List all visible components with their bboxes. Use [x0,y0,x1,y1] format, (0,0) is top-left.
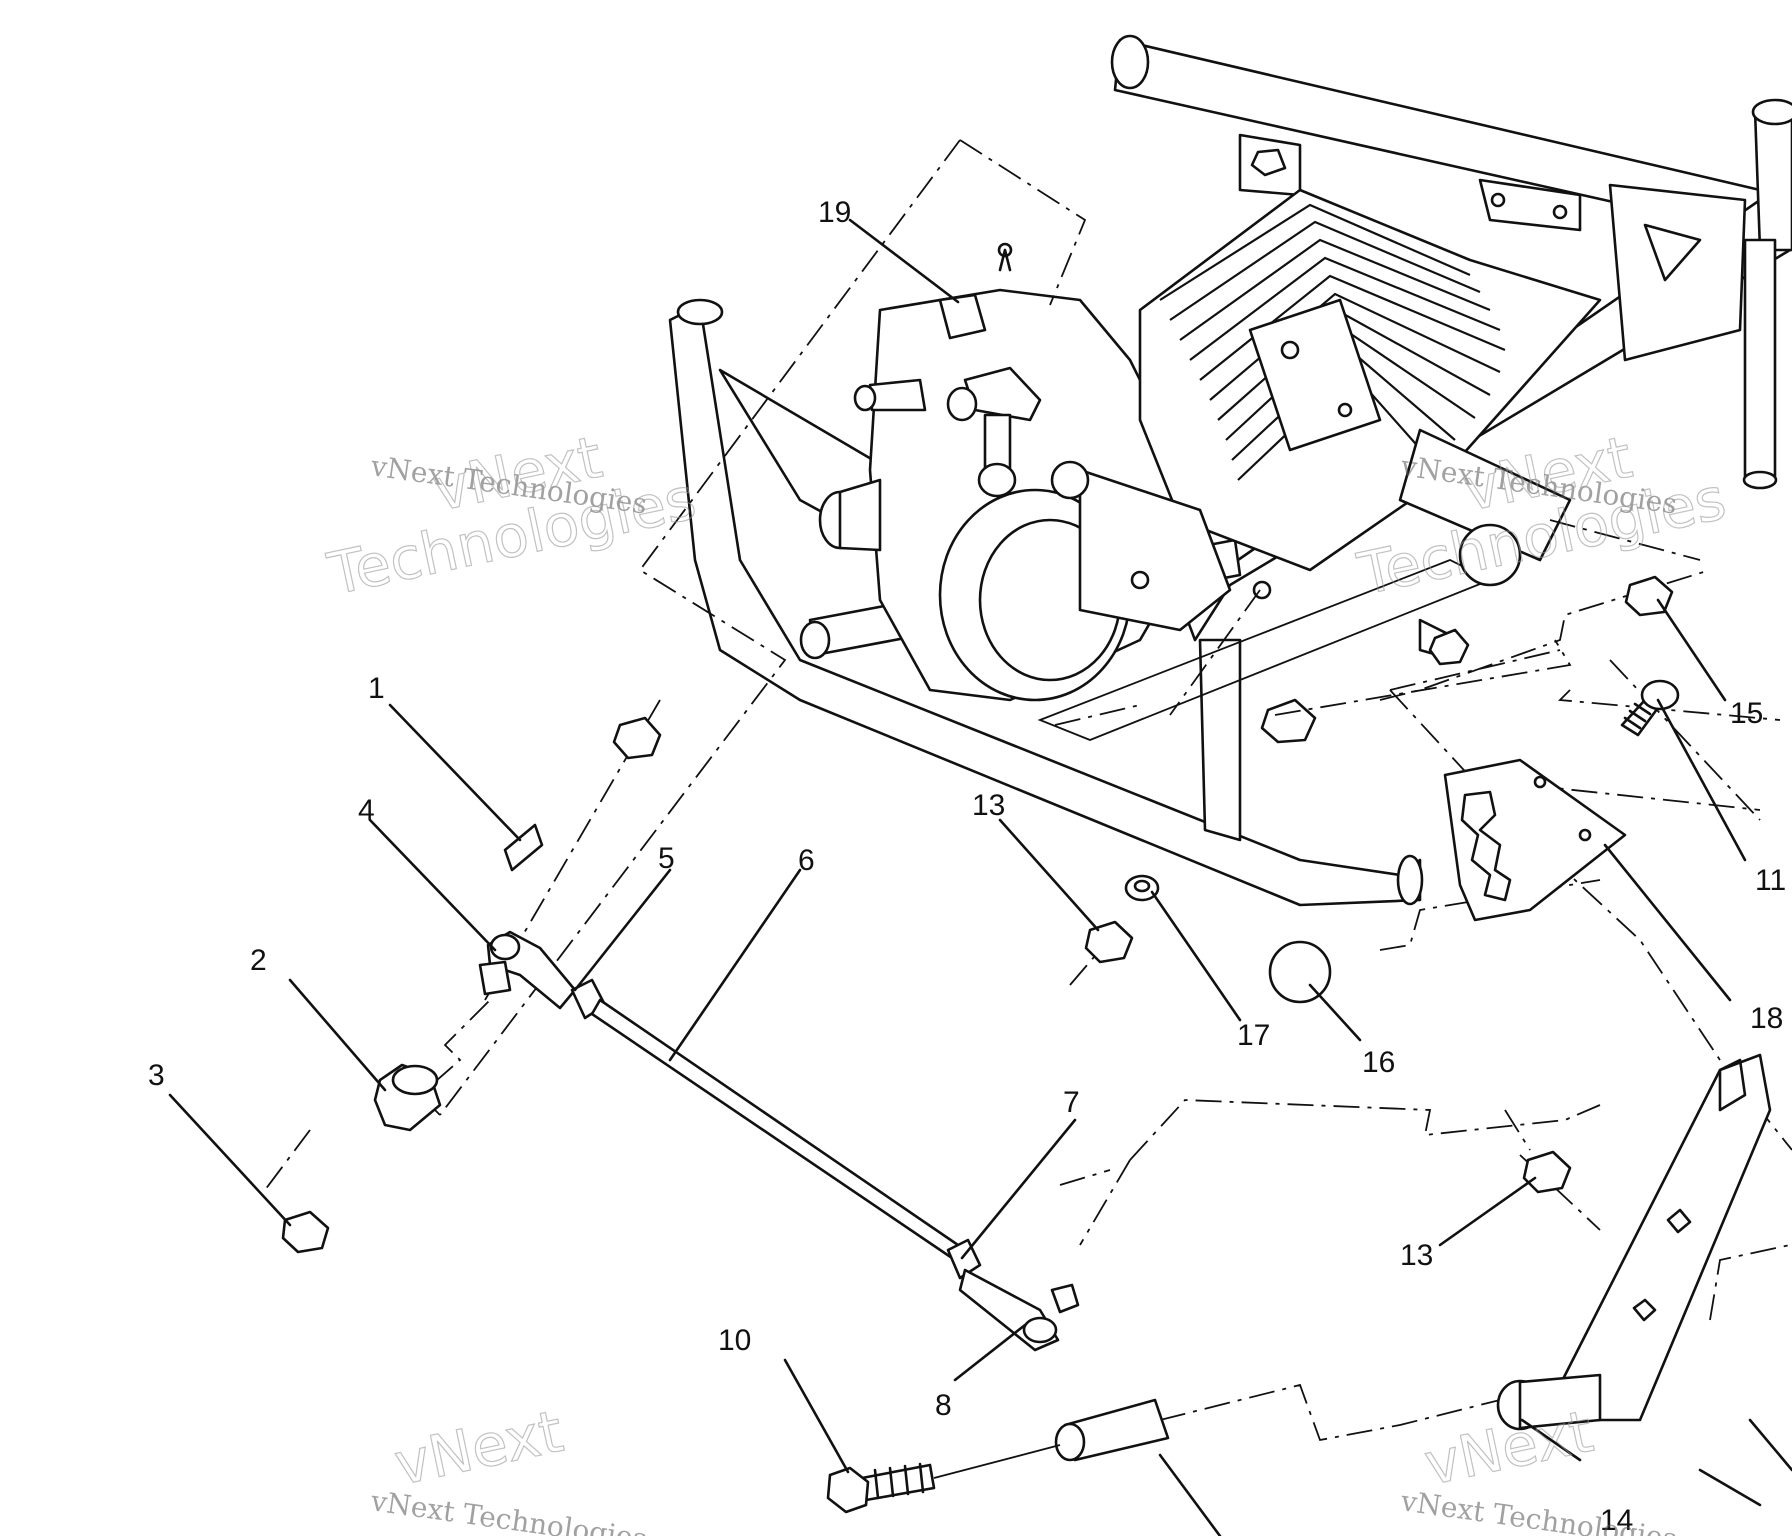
callout-1: 1 [368,672,385,705]
watermark-big-bottom-left: vNext [388,1396,569,1499]
part-1-clip [503,823,544,872]
callout-19: 19 [818,196,851,229]
part-3-nut [281,1210,330,1254]
callout-6: 6 [798,844,815,877]
svg-text:vNext: vNext [1419,1397,1599,1499]
callout-2: 2 [250,944,267,977]
part-nut-upper [612,716,662,760]
callout-15: 15 [1730,697,1763,730]
callout-5: 5 [658,842,675,875]
callout-11: 11 [1755,864,1786,897]
callout-4: 4 [358,794,375,827]
part-7-jam-nut [946,1238,982,1280]
callout-17: 17 [1237,1019,1270,1052]
callout-7: 7 [1063,1086,1080,1119]
callout-10: 10 [718,1324,751,1357]
watermark-big-bottom-right: vNext [1418,1396,1599,1499]
callout-13-b: 13 [1400,1239,1433,1272]
part-16-knob [1268,940,1332,1004]
callout-8: 8 [935,1389,952,1422]
part-17-washer [1124,874,1160,902]
callout-3: 3 [148,1059,165,1092]
shift-lever [1538,1053,1772,1422]
callout-numbers: 1 2 3 4 5 6 7 8 10 11 13 13 14 15 16 17 … [148,196,1786,1536]
svg-text:vNext: vNext [389,1397,569,1499]
part-13-nut-a [1084,920,1134,964]
part-6-shift-rod [590,998,960,1260]
shift-linkage [281,716,1080,1352]
callout-13-a: 13 [972,789,1005,822]
right-side-parts [826,575,1792,1514]
part-13-nut-b [1522,1150,1572,1194]
watermark-big-top-left: vNext Technologies [321,422,702,609]
callout-14: 14 [1600,1504,1633,1536]
callout-16: 16 [1362,1046,1395,1079]
engine-assembly [818,188,1602,744]
leader-lines [168,218,1747,1536]
callout-18: 18 [1750,1002,1783,1035]
